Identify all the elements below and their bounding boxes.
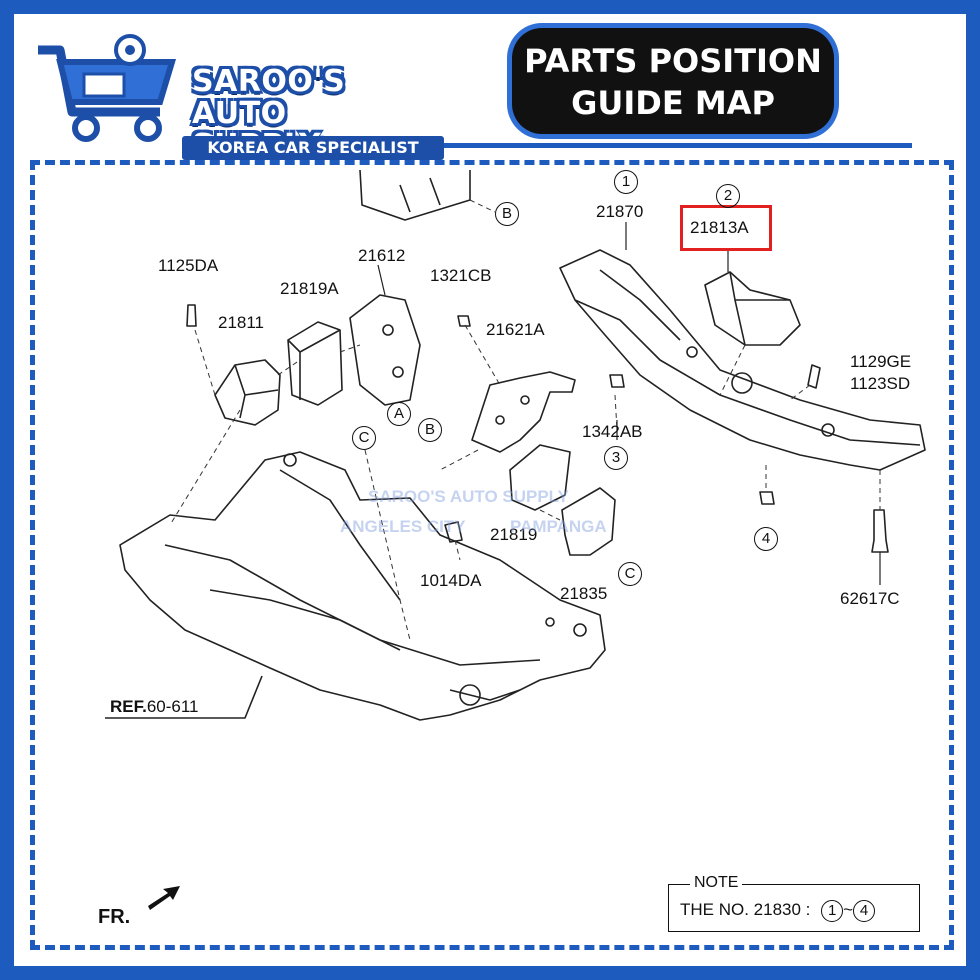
nut-4-part [759, 491, 775, 505]
fr-arrow-icon [148, 886, 180, 910]
note-title: NOTE [690, 874, 743, 892]
watermark-line-3: PAMPANGA [510, 517, 607, 536]
engine-block-part [359, 169, 471, 221]
brand-logo: SAROO'S AUTO SUPPLY KOREA CAR SPECIALIST [32, 28, 444, 162]
insulator-21819-part [509, 444, 571, 511]
watermark-line-2: ANGELES CITY [340, 517, 466, 536]
callout-1: 1 [614, 170, 638, 194]
part-label-21819: 21819 [490, 525, 538, 544]
part-label-1125DA: 1125DA [158, 256, 219, 275]
title-line-1: PARTS POSITION [524, 42, 822, 80]
callout-c: C [352, 426, 376, 450]
callout-4: 4 [754, 527, 778, 551]
part-label-21870: 21870 [596, 202, 644, 221]
part-label-1014DA: 1014DA [420, 571, 482, 590]
part-label-62617C: 62617C [840, 589, 900, 608]
note-text: THE NO. 21830 : 1~4 [680, 900, 876, 922]
part-label-1129GE: 1129GE [850, 352, 912, 371]
bolt-62617C-part [871, 509, 889, 553]
note-box [668, 884, 920, 932]
part-label-21813A: 21813A [690, 218, 749, 237]
part-label-1321CB: 1321CB [430, 266, 492, 285]
insulator-21819A-part [287, 321, 343, 406]
note-range-end: 4 [853, 900, 876, 922]
title-line-2: GUIDE MAP [571, 84, 775, 122]
callout-a: A [387, 402, 411, 426]
bracket-21612-part [349, 294, 421, 406]
watermark-line-1: SAROO'S AUTO SUPPLY [368, 487, 569, 506]
brand-tagline: KOREA CAR SPECIALIST [182, 136, 444, 160]
part-label-21819A: 21819A [280, 279, 339, 298]
callout-2: 2 [716, 184, 740, 208]
note-range-start: 1 [821, 900, 844, 922]
page-title: PARTS POSITION GUIDE MAP [512, 40, 834, 124]
highlighted-part-box [680, 205, 772, 251]
note-prefix: THE NO. 21830 : [680, 900, 811, 919]
note-range-sep: ~ [843, 900, 854, 919]
callout-c-right: C [618, 562, 642, 586]
bolt-1014DA-part [444, 521, 463, 543]
callout-3: 3 [604, 446, 628, 470]
callout-b: B [418, 418, 442, 442]
subframe-part [119, 451, 606, 721]
reference-prefix: REF. [110, 697, 147, 716]
mount-21811-part [214, 359, 281, 426]
part-label-1123SD: 1123SD [850, 374, 911, 393]
battery-icon [82, 72, 126, 98]
reference-value: 60-611 [146, 697, 199, 716]
header-divider [432, 143, 912, 148]
bolt-1129GE-part [807, 364, 821, 389]
part-label-21835: 21835 [560, 584, 608, 603]
bracket-21835-part [561, 487, 616, 556]
callout-b-top: B [495, 202, 519, 226]
part-label-21811: 21811 [218, 313, 265, 332]
title-badge: PARTS POSITION GUIDE MAP [512, 28, 834, 134]
part-label-21621A: 21621A [486, 320, 545, 339]
front-direction-label: FR. [98, 906, 131, 928]
nut-1321CB-part [457, 315, 471, 327]
part-label-21612: 21612 [358, 246, 406, 265]
cart-icon [38, 34, 177, 142]
nut-1342AB-part [609, 374, 625, 388]
crossmember-21870-part [559, 249, 926, 471]
part-label-1342AB: 1342AB [582, 422, 643, 441]
brand-line-1: SAROO'S [192, 64, 346, 99]
mount-21813A-part [704, 271, 801, 346]
bolt-1125DA-part [186, 304, 197, 327]
diagram-area [30, 160, 954, 950]
reference-label: REF.60-611 [110, 697, 199, 717]
bracket-21621A-part [471, 371, 576, 453]
